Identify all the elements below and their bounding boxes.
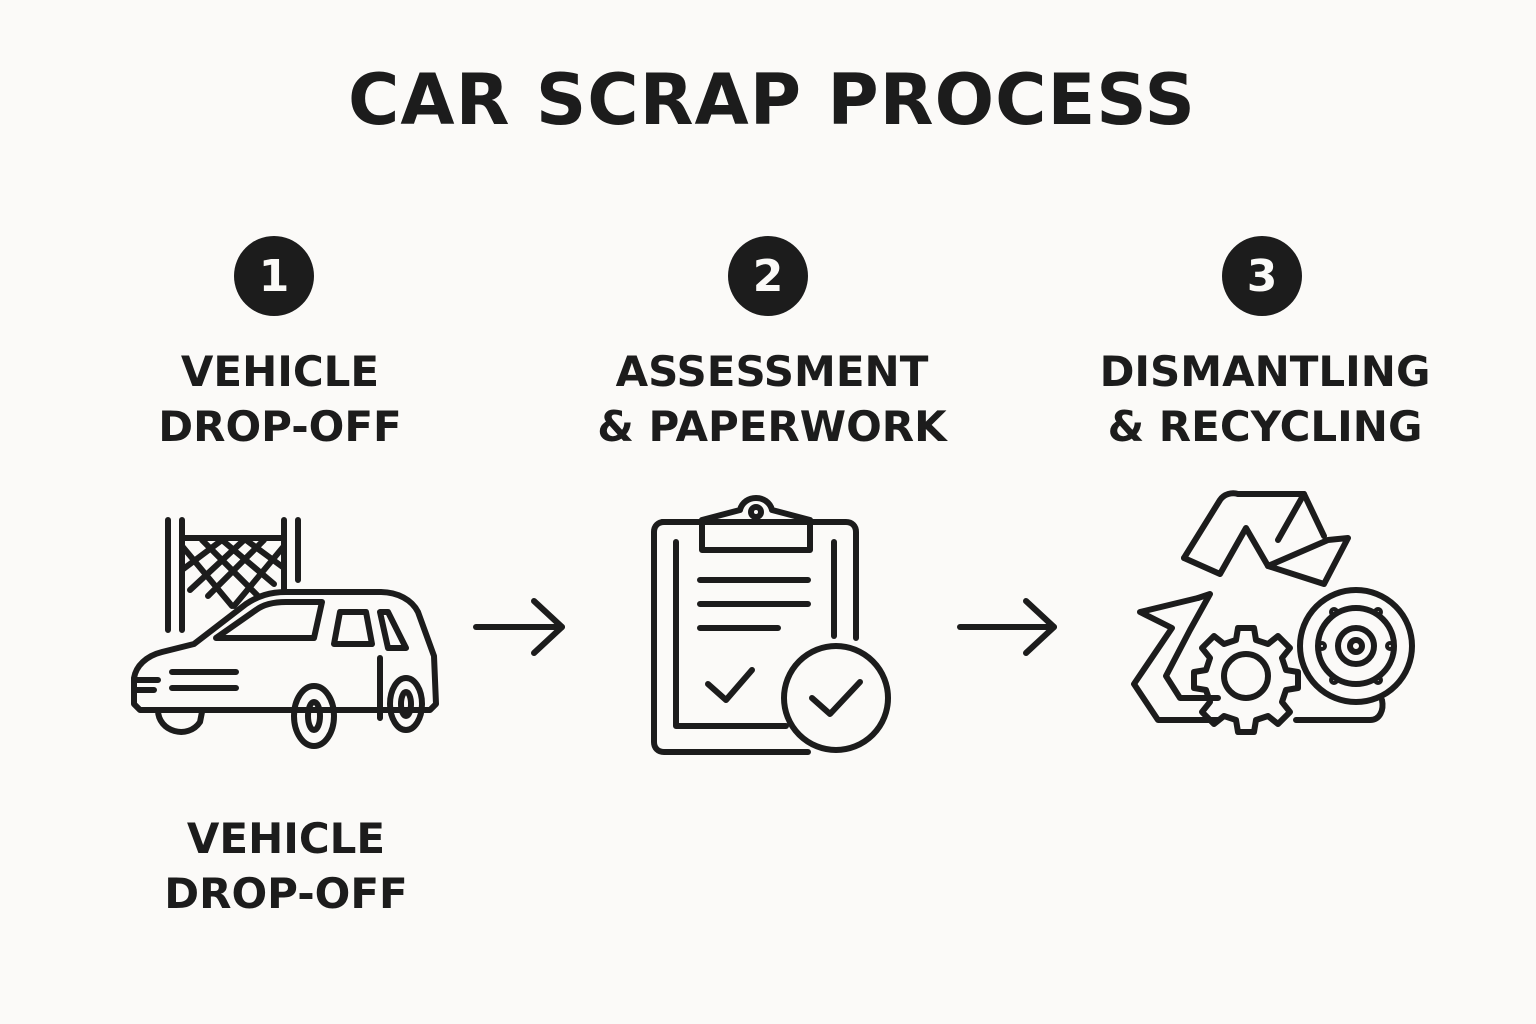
step-1-badge: 1 — [234, 236, 314, 316]
arrow-right-icon — [470, 595, 570, 659]
arrow-right-icon — [954, 595, 1064, 659]
step-2-label: ASSESSMENT & PAPERWORK — [552, 344, 992, 454]
step-1-label: VEHICLE DROP-OFF — [60, 344, 500, 454]
step-2-label-line1: ASSESSMENT — [615, 347, 929, 396]
step-1-label-line2: DROP-OFF — [158, 402, 402, 451]
footer-label-line1: VEHICLE — [186, 814, 386, 863]
car-drop-off-icon — [118, 508, 448, 758]
step-3-label-line2: & RECYCLING — [1107, 402, 1423, 451]
diagram-title: CAR SCRAP PROCESS — [348, 59, 1196, 141]
step-3-label-line1: DISMANTLING — [1099, 347, 1431, 396]
footer-step-label: VEHICLE DROP-OFF — [66, 811, 506, 921]
footer-label-line2: DROP-OFF — [164, 869, 408, 918]
clipboard-check-icon — [648, 488, 896, 760]
step-1-label-line1: VEHICLE — [180, 347, 380, 396]
step-2-badge: 2 — [728, 236, 808, 316]
step-3-label: DISMANTLING & RECYCLING — [1045, 344, 1485, 454]
recycle-gear-icon — [1128, 488, 1422, 736]
step-2-label-line2: & PAPERWORK — [597, 402, 947, 451]
step-3-badge: 3 — [1222, 236, 1302, 316]
